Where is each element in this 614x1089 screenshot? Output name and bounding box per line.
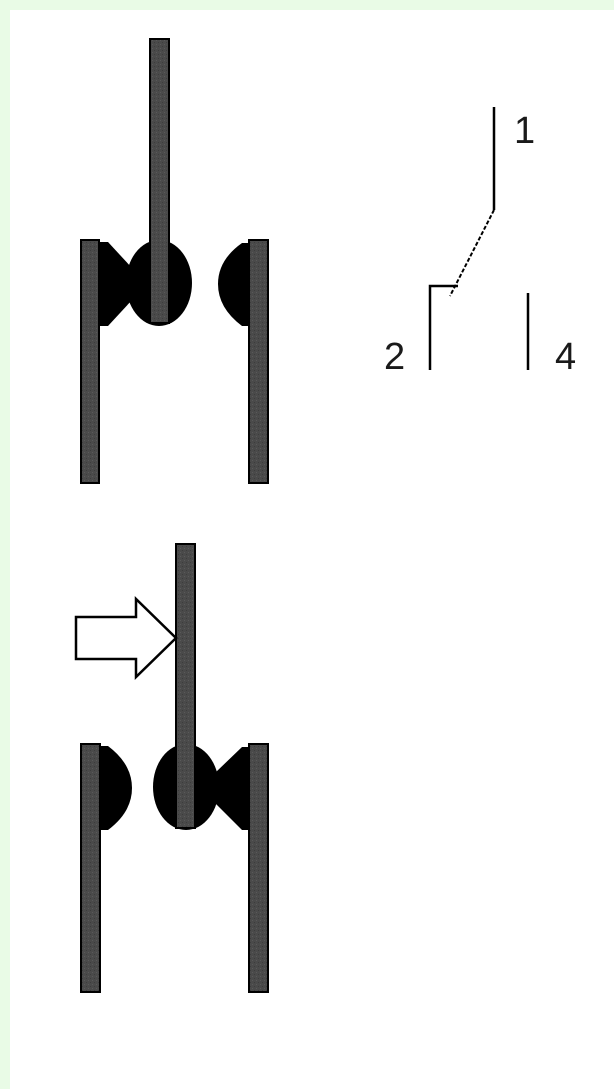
- nc-contact-button: [98, 242, 132, 326]
- terminal-label-common: 1: [514, 110, 535, 152]
- common-moving-contact-actuated: [153, 543, 219, 830]
- switch-schematic: 1 2 4: [384, 107, 576, 378]
- rest-state-contacts: [80, 38, 269, 484]
- diagram-canvas: [10, 10, 614, 1089]
- nc-fixed-blade-actuated: [80, 743, 101, 993]
- switch-lever-line: [449, 209, 495, 297]
- nc-terminal-line: [428, 284, 458, 370]
- no-fixed-blade-actuated: [248, 743, 269, 993]
- terminal-label-nc: 2: [384, 336, 405, 378]
- right-arrow-icon: [74, 596, 178, 680]
- nc-fixed-blade: [80, 239, 100, 484]
- terminal-label-no: 4: [555, 336, 576, 378]
- no-fixed-contact: [218, 239, 269, 484]
- nc-fixed-contact-actuated: [80, 743, 132, 993]
- common-moving-blade-actuated: [175, 543, 196, 829]
- no-fixed-blade: [248, 239, 269, 484]
- actuated-state-contacts: [74, 543, 269, 993]
- nc-fixed-contact: [80, 239, 132, 484]
- nc-contact-button-actuated: [98, 746, 132, 830]
- no-fixed-contact-actuated: [216, 743, 269, 993]
- common-moving-contact: [126, 38, 192, 326]
- no-contact-button: [218, 243, 250, 326]
- no-contact-button-actuated: [216, 747, 250, 830]
- common-moving-blade: [149, 38, 170, 324]
